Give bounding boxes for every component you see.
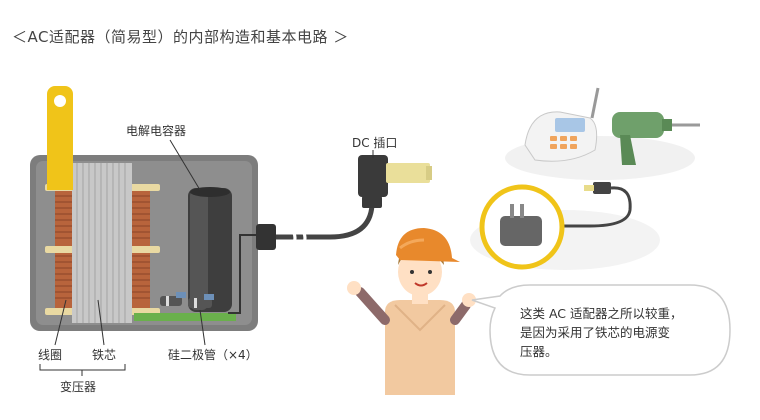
page-title: ＜AC适配器（简易型）的内部构造和基本电路 ＞ <box>12 28 349 46</box>
cordless-phone-illustration <box>524 87 600 162</box>
iron-core <box>72 163 132 323</box>
silicon-diodes <box>160 292 214 308</box>
label-capacitor: 电解电容器 <box>126 124 187 138</box>
cable-grommet <box>256 224 276 250</box>
circuit-board <box>134 313 236 321</box>
electric-drill-illustration <box>612 112 700 165</box>
electrolytic-capacitor <box>188 187 232 312</box>
bubble-line-3: 压器。 <box>520 344 558 359</box>
label-transformer: 变压器 <box>60 380 97 394</box>
speech-bubble-text: 这类 AC 适配器之所以较重， 是因为采用了铁芯的电源变 压器。 <box>520 304 720 361</box>
dc-plug <box>358 155 432 208</box>
label-coil: 线圈 <box>38 348 63 362</box>
bubble-line-2: 是因为采用了铁芯的电源变 <box>520 325 671 340</box>
engineer-character <box>347 228 476 395</box>
bubble-line-1: 这类 AC 适配器之所以较重， <box>520 306 683 321</box>
label-dc-plug: DC 插口 <box>352 136 398 150</box>
device-dc-plug <box>540 182 632 228</box>
ac-plug-prong-base <box>47 150 73 190</box>
leader-lines <box>39 139 374 376</box>
internal-wire <box>228 234 258 314</box>
speech-bubble <box>471 284 731 376</box>
adapter-highlight-circle <box>479 184 565 270</box>
label-diodes: 硅二极管（×4） <box>168 348 258 362</box>
cable-break-mark <box>288 226 307 251</box>
label-iron-core: 铁芯 <box>92 348 117 362</box>
